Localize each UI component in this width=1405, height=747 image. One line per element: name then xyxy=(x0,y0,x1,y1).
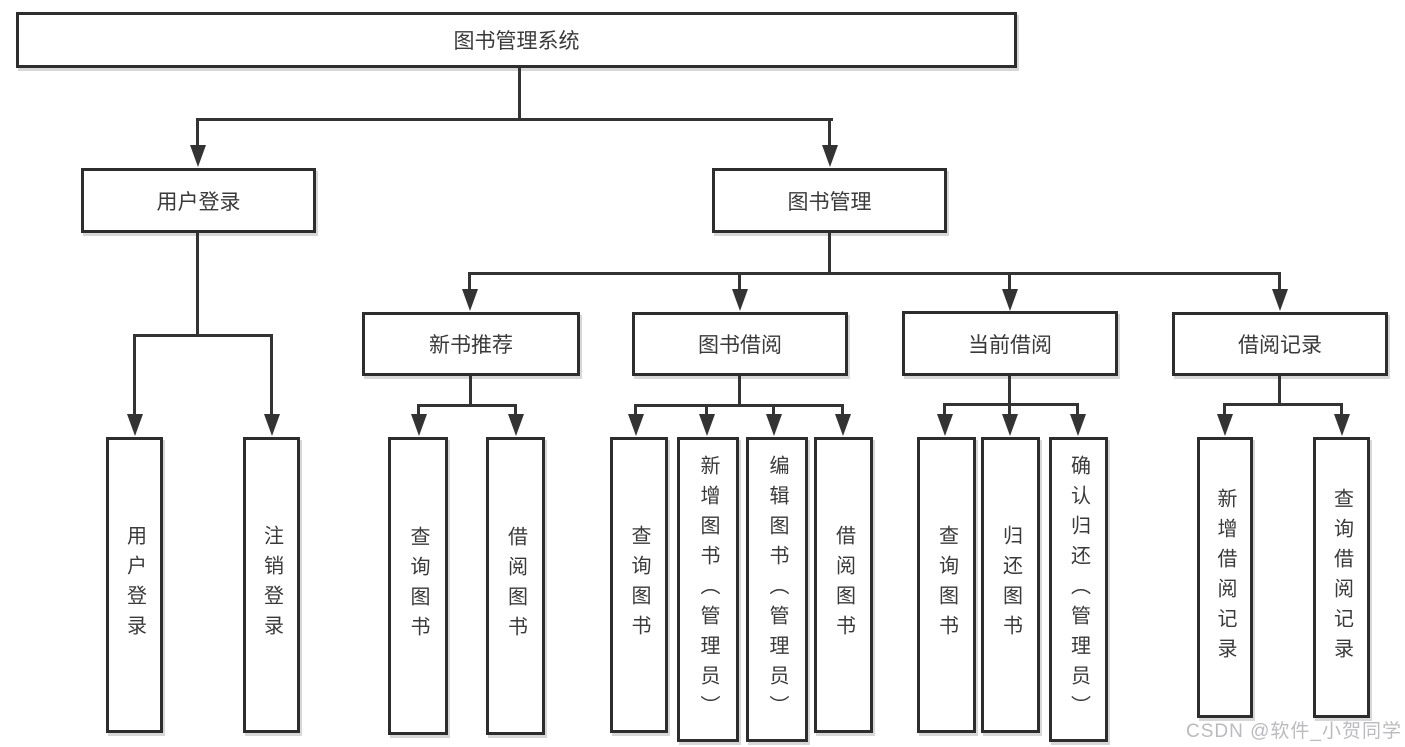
connector-line xyxy=(1076,403,1079,416)
node-new-book-recommend: 新书推荐 xyxy=(362,312,580,376)
leaf-borrow-borrow-label: 借阅图书 xyxy=(832,525,855,645)
connector-line xyxy=(634,404,844,407)
connector-line xyxy=(841,404,844,416)
connector-line xyxy=(705,404,708,416)
connector-line xyxy=(514,404,517,416)
leaf-current-query-label: 查询图书 xyxy=(935,525,958,645)
connector-line xyxy=(828,118,831,146)
connector-line xyxy=(468,272,471,292)
leaf-current-confirm-admin-label: 确认归还（管理员） xyxy=(1067,454,1090,725)
node-book-borrow: 图书借阅 xyxy=(632,312,848,376)
connector-line xyxy=(469,376,472,407)
leaf-current-return: 归还图书 xyxy=(981,437,1040,733)
leaf-record-add: 新增借阅记录 xyxy=(1197,437,1253,718)
arrowhead-down-icon xyxy=(1272,289,1288,311)
connector-line xyxy=(1278,376,1281,406)
arrowhead-down-icon xyxy=(766,414,782,436)
arrowhead-down-icon xyxy=(1002,414,1018,436)
leaf-borrow-query-label: 查询图书 xyxy=(628,525,650,645)
node-book-management: 图书管理 xyxy=(712,168,947,233)
arrowhead-down-icon xyxy=(937,414,953,436)
node-book-borrow-label: 图书借阅 xyxy=(698,334,782,357)
leaf-borrow-edit-admin-label: 编辑图书（管理员） xyxy=(766,454,788,725)
node-new-book-recommend-label: 新书推荐 xyxy=(429,334,513,357)
arrowhead-down-icon xyxy=(1070,414,1086,436)
node-current-borrow-label: 当前借阅 xyxy=(968,333,1052,357)
leaf-record-query: 查询借阅记录 xyxy=(1313,437,1370,718)
leaf-user-login-label: 用户登录 xyxy=(123,525,146,645)
arrowhead-down-icon xyxy=(1002,289,1018,311)
leaf-newbook-borrow: 借阅图书 xyxy=(486,437,545,735)
leaf-borrow-add-admin-label: 新增图书（管理员） xyxy=(697,454,719,725)
connector-line xyxy=(1008,403,1011,416)
connector-line xyxy=(1340,403,1343,416)
node-root-label: 图书管理系统 xyxy=(453,30,580,53)
leaf-borrow-query: 查询图书 xyxy=(610,437,668,733)
connector-line xyxy=(417,404,517,407)
connector-line xyxy=(196,118,833,121)
watermark: CSDN @软件_小贺同学 xyxy=(1186,721,1402,742)
node-book-management-label: 图书管理 xyxy=(787,190,872,214)
node-user-login: 用户登录 xyxy=(81,168,316,233)
connector-line xyxy=(738,272,741,292)
node-current-borrow: 当前借阅 xyxy=(902,311,1118,376)
connector-line xyxy=(518,68,521,120)
arrowhead-down-icon xyxy=(508,414,524,436)
arrowhead-down-icon xyxy=(732,289,748,311)
arrowhead-down-icon xyxy=(699,414,715,436)
leaf-current-return-label: 归还图书 xyxy=(999,525,1022,645)
leaf-newbook-query-label: 查询图书 xyxy=(407,526,429,646)
connector-line xyxy=(1008,376,1011,406)
connector-line xyxy=(468,272,1281,275)
arrowhead-down-icon xyxy=(411,414,427,436)
node-root: 图书管理系统 xyxy=(16,12,1017,68)
connector-line xyxy=(772,404,775,416)
connector-line xyxy=(133,334,136,415)
leaf-newbook-borrow-label: 借阅图书 xyxy=(504,526,527,646)
connector-line xyxy=(1008,272,1011,292)
leaf-borrow-edit-admin: 编辑图书（管理员） xyxy=(746,437,808,742)
arrowhead-down-icon xyxy=(190,145,206,167)
connector-line xyxy=(417,404,420,416)
leaf-current-query: 查询图书 xyxy=(917,437,976,733)
leaf-record-add-label: 新增借阅记录 xyxy=(1214,487,1236,668)
leaf-borrow-borrow: 借阅图书 xyxy=(814,437,873,733)
node-user-login-label: 用户登录 xyxy=(156,190,241,214)
connector-line xyxy=(270,334,273,415)
connector-line xyxy=(196,233,199,337)
connector-line xyxy=(1223,403,1226,416)
arrowhead-down-icon xyxy=(628,414,644,436)
connector-line xyxy=(943,403,946,416)
connector-line xyxy=(196,118,199,146)
arrowhead-down-icon xyxy=(127,414,143,436)
leaf-user-login: 用户登录 xyxy=(106,437,163,733)
node-borrow-record-label: 借阅记录 xyxy=(1238,334,1322,357)
leaf-borrow-add-admin: 新增图书（管理员） xyxy=(677,437,739,742)
connector-line xyxy=(1223,403,1343,406)
arrowhead-down-icon xyxy=(1334,414,1350,436)
leaf-newbook-query: 查询图书 xyxy=(388,437,448,735)
arrowhead-down-icon xyxy=(1217,414,1233,436)
arrowhead-down-icon xyxy=(835,414,851,436)
leaf-current-confirm-admin: 确认归还（管理员） xyxy=(1049,437,1108,742)
connector-line xyxy=(634,404,637,416)
connector-line xyxy=(1278,272,1281,292)
connector-line xyxy=(133,334,273,337)
arrowhead-down-icon xyxy=(264,414,280,436)
connector-line xyxy=(943,403,1079,406)
leaf-logout: 注销登录 xyxy=(243,437,300,733)
arrowhead-down-icon xyxy=(822,145,838,167)
connector-line xyxy=(738,376,741,407)
connector-line xyxy=(828,233,831,275)
arrowhead-down-icon xyxy=(462,289,478,311)
leaf-record-query-label: 查询借阅记录 xyxy=(1330,487,1353,668)
leaf-logout-label: 注销登录 xyxy=(260,525,283,645)
node-borrow-record: 借阅记录 xyxy=(1172,312,1388,376)
